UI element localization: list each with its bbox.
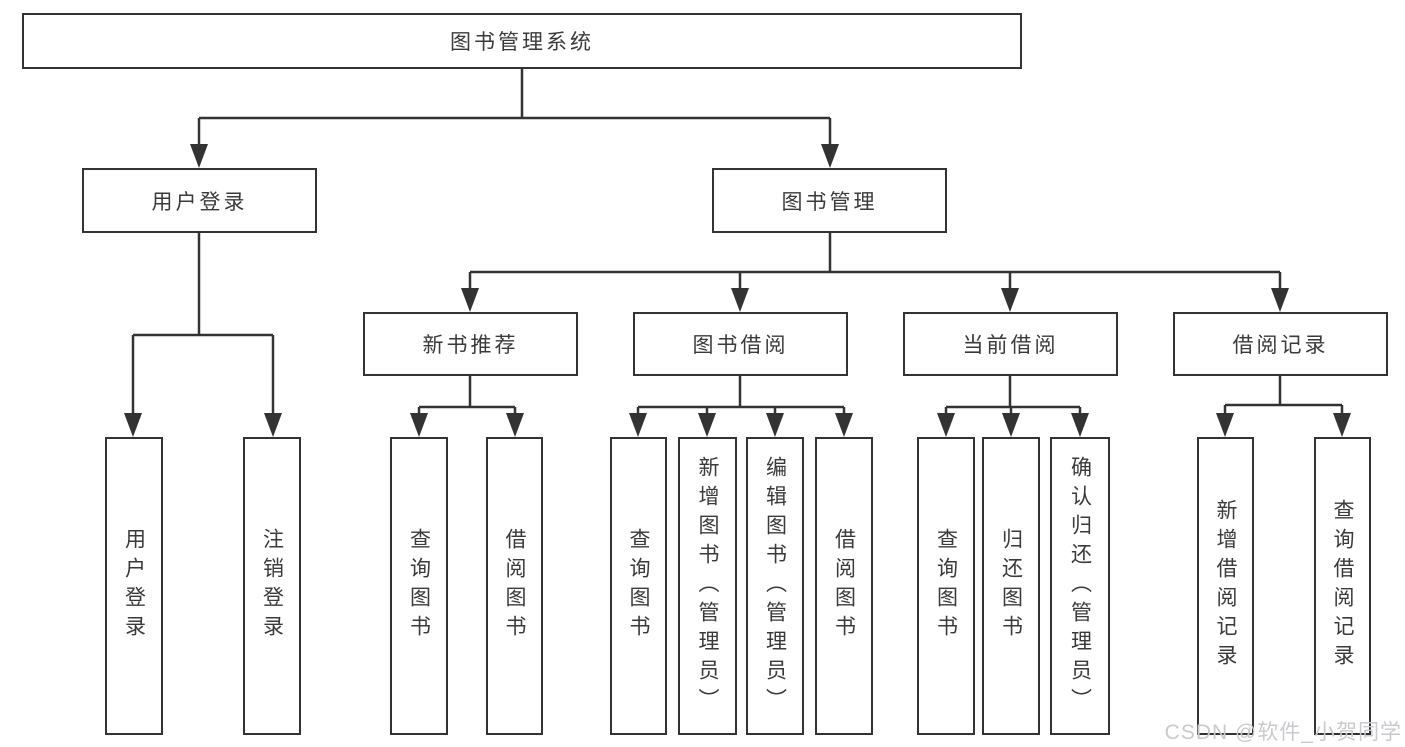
leaf-borrow-books: 借阅图书 [815,437,873,735]
leaf-label: 确认归还（管理员） [1068,455,1092,717]
node-label: 新书推荐 [422,334,519,357]
leaf-borrow-books-recommend: 借阅图书 [486,437,543,735]
leaf-query-books-current: 查询图书 [917,437,975,735]
leaf-return-books: 归还图书 [982,437,1040,735]
node-label: 借阅记录 [1232,334,1329,357]
leaf-query-books-borrow: 查询图书 [610,437,667,735]
leaf-label: 用户登录 [122,528,146,644]
csdn-watermark: CSDN @软件_小贺同学 [1164,721,1402,744]
leaf-label: 编辑图书（管理员） [763,455,787,717]
leaf-user-login: 用户登录 [105,437,163,735]
leaf-add-borrow-record: 新增借阅记录 [1197,437,1254,735]
leaf-label: 查询图书 [627,528,651,644]
leaf-label: 查询图书 [407,528,431,644]
node-label: 图书管理系统 [450,31,594,54]
leaf-confirm-return-admin: 确认归还（管理员） [1050,437,1110,735]
leaf-label: 查询借阅记录 [1331,499,1355,673]
leaf-label: 注销登录 [260,528,284,644]
node-current-borrow: 当前借阅 [903,312,1118,376]
node-label: 当前借阅 [962,334,1059,357]
arrowhead-icons [124,144,1351,437]
node-label: 图书借阅 [692,334,789,357]
leaf-label: 新增图书（管理员） [696,455,720,717]
node-borrow-records: 借阅记录 [1173,312,1388,376]
leaf-logout: 注销登录 [243,437,301,735]
leaf-edit-books-admin: 编辑图书（管理员） [746,437,804,735]
leaf-label: 新增借阅记录 [1214,499,1238,673]
leaf-label: 归还图书 [999,528,1023,644]
node-book-management: 图书管理 [712,168,947,233]
leaf-add-books-admin: 新增图书（管理员） [678,437,737,735]
node-label: 图书管理 [781,190,878,214]
node-label: 用户登录 [151,190,248,214]
leaf-query-books-recommend: 查询图书 [390,437,448,735]
node-new-book-recommend: 新书推荐 [363,312,578,376]
node-user-login: 用户登录 [82,168,317,233]
leaf-label: 借阅图书 [832,528,856,644]
leaf-label: 借阅图书 [503,528,527,644]
node-library-management-system: 图书管理系统 [22,13,1022,69]
leaf-query-borrow-record: 查询借阅记录 [1314,437,1371,735]
leaf-label: 查询图书 [934,528,958,644]
node-book-borrow: 图书借阅 [633,312,848,376]
